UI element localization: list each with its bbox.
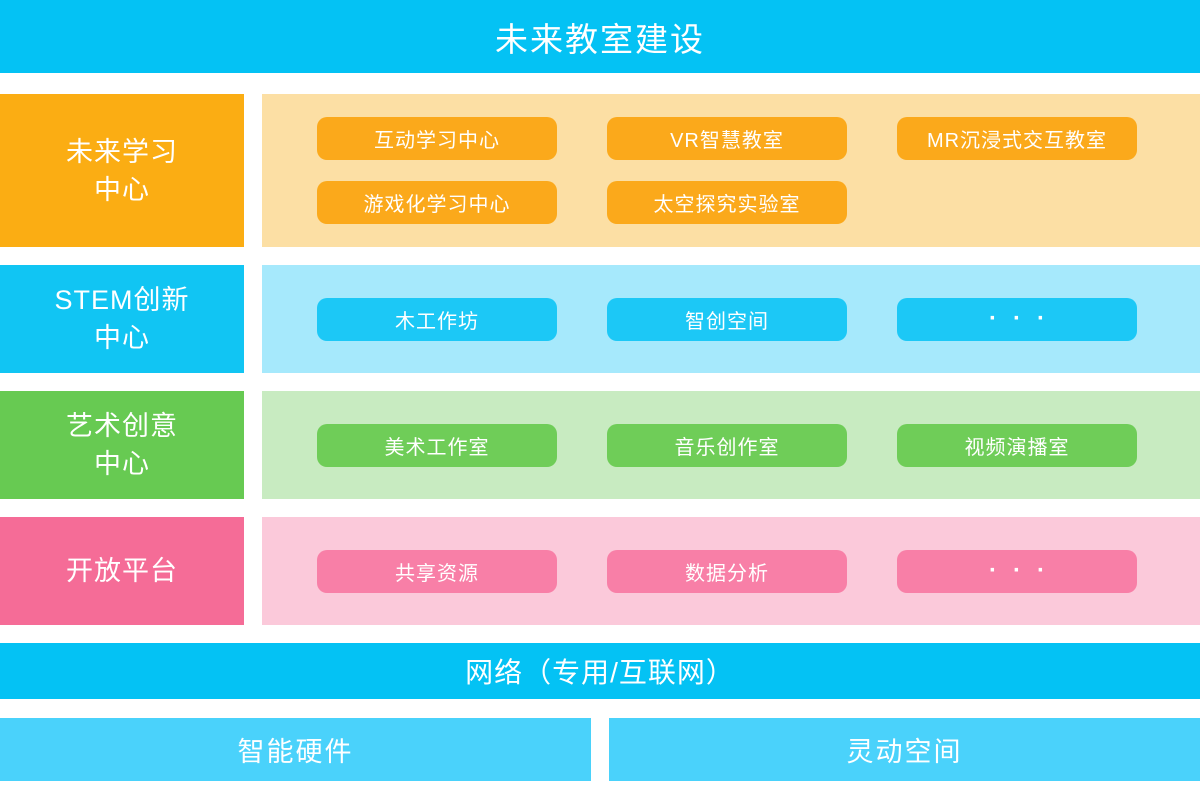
row-art-creativity-center: 艺术创意 中心 美术工作室 音乐创作室 视频演播室 [0, 391, 1200, 499]
header-bar: 未来教室建设 [0, 0, 1200, 73]
row-stem-innovation-center: STEM创新 中心 木工作坊 智创空间 ··· [0, 265, 1200, 373]
category-label-line: STEM创新 [54, 285, 190, 315]
chip-more-platform: ··· [897, 549, 1137, 593]
category-label-line: 艺术创意 [66, 411, 178, 441]
chip-vr-smart-classroom: VR智慧教室 [607, 117, 847, 160]
category-art-creativity-center: 艺术创意 中心 [0, 391, 244, 499]
category-future-learning-center: 未来学习 中心 [0, 94, 244, 247]
category-stem-innovation-center: STEM创新 中心 [0, 265, 244, 373]
chip-video-broadcast-studio: 视频演播室 [897, 423, 1137, 467]
category-label-line: 开放平台 [66, 556, 178, 586]
chip-space-exploration-lab: 太空探究实验室 [607, 181, 847, 224]
bottom-box-smart-hardware: 智能硬件 [0, 718, 591, 781]
chip-art-studio: 美术工作室 [317, 423, 557, 467]
category-label-line: 中心 [94, 449, 150, 479]
panel-stem-innovation-center: 木工作坊 智创空间 ··· [262, 265, 1200, 373]
category-label-line: 中心 [94, 323, 150, 353]
chip-music-creation-studio: 音乐创作室 [607, 423, 847, 467]
category-label-line: 未来学习 [66, 136, 178, 167]
panel-art-creativity-center: 美术工作室 音乐创作室 视频演播室 [262, 391, 1200, 499]
panel-future-learning-center: 互动学习中心 VR智慧教室 MR沉浸式交互教室 游戏化学习中心 太空探究实验室 [262, 94, 1200, 247]
chip-shared-resources: 共享资源 [317, 549, 557, 593]
chip-wood-workshop: 木工作坊 [317, 297, 557, 341]
panel-open-platform: 共享资源 数据分析 ··· [262, 517, 1200, 625]
bottom-box-flexible-space: 灵动空间 [609, 718, 1200, 781]
page-title: 未来教室建设 [495, 20, 705, 58]
row-open-platform: 开放平台 共享资源 数据分析 ··· [0, 517, 1200, 625]
bottom-box-label: 智能硬件 [237, 737, 354, 767]
chip-maker-space: 智创空间 [607, 297, 847, 341]
row-future-learning-center: 未来学习 中心 互动学习中心 VR智慧教室 MR沉浸式交互教室 游戏化学习中心 … [0, 94, 1200, 247]
network-bar-label: 网络（专用/互联网） [465, 657, 735, 688]
bottom-box-label: 灵动空间 [846, 737, 963, 767]
bottom-row: 智能硬件 灵动空间 [0, 718, 1200, 781]
chip-gamified-learning-center: 游戏化学习中心 [317, 181, 557, 224]
chip-mr-immersive-classroom: MR沉浸式交互教室 [897, 117, 1137, 160]
category-label-line: 中心 [94, 174, 150, 205]
chip-interactive-learning-center: 互动学习中心 [317, 117, 557, 160]
chip-data-analysis: 数据分析 [607, 549, 847, 593]
chip-more-stem: ··· [897, 297, 1137, 341]
network-bar: 网络（专用/互联网） [0, 643, 1200, 699]
category-open-platform: 开放平台 [0, 517, 244, 625]
